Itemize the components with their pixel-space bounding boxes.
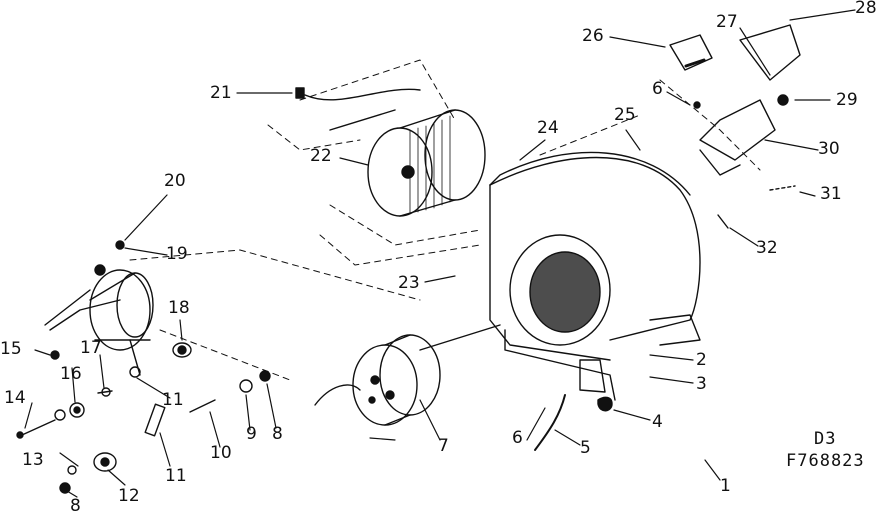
callout-28: 28 bbox=[855, 0, 877, 18]
callout-21: 21 bbox=[210, 83, 232, 103]
alignment-lines bbox=[129, 59, 761, 381]
callout-31: 31 bbox=[820, 184, 842, 204]
motor bbox=[44, 264, 192, 376]
page-code: D3 bbox=[814, 429, 837, 449]
callout-6-belt: 6 bbox=[512, 428, 523, 448]
callout-24: 24 bbox=[537, 118, 559, 138]
callout-30: 30 bbox=[818, 139, 840, 159]
callout-18: 18 bbox=[168, 298, 190, 318]
callout-16: 16 bbox=[60, 364, 82, 384]
blower-wheel bbox=[367, 109, 486, 217]
callout-11-lower: 11 bbox=[165, 466, 187, 486]
callout-27: 27 bbox=[716, 12, 738, 32]
housing-bracket bbox=[579, 359, 613, 412]
callout-13: 13 bbox=[22, 450, 44, 470]
figure-code: F768823 bbox=[786, 451, 865, 471]
small-hardware bbox=[16, 240, 271, 494]
belt bbox=[534, 394, 566, 451]
callout-26: 26 bbox=[582, 26, 604, 46]
callout-23: 23 bbox=[398, 273, 420, 293]
shaft-rod bbox=[295, 87, 421, 131]
callout-6-control: 6 bbox=[652, 79, 663, 99]
callout-5: 5 bbox=[580, 438, 591, 458]
callout-7: 7 bbox=[438, 436, 449, 456]
leader-lines bbox=[24, 9, 856, 498]
callout-12: 12 bbox=[118, 486, 140, 506]
pulley-assembly bbox=[314, 324, 501, 426]
callout-10: 10 bbox=[210, 443, 232, 463]
callout-19: 19 bbox=[166, 244, 188, 264]
callout-29: 29 bbox=[836, 90, 858, 110]
callout-20: 20 bbox=[164, 171, 186, 191]
callout-17: 17 bbox=[80, 338, 102, 358]
callout-11-upper: 11 bbox=[162, 390, 184, 410]
callout-8-bottom: 8 bbox=[70, 496, 81, 516]
callout-25: 25 bbox=[614, 105, 636, 125]
callout-22: 22 bbox=[310, 146, 332, 166]
callout-3: 3 bbox=[696, 374, 707, 394]
callout-2: 2 bbox=[696, 350, 707, 370]
callout-8-right: 8 bbox=[272, 424, 283, 444]
callout-4: 4 bbox=[652, 412, 663, 432]
blower-housing bbox=[489, 151, 701, 401]
callout-1: 1 bbox=[720, 476, 731, 496]
callout-14: 14 bbox=[4, 388, 26, 408]
callout-32: 32 bbox=[756, 238, 778, 258]
callout-9: 9 bbox=[246, 424, 257, 444]
control-assembly bbox=[669, 24, 801, 229]
callout-15: 15 bbox=[0, 339, 22, 359]
